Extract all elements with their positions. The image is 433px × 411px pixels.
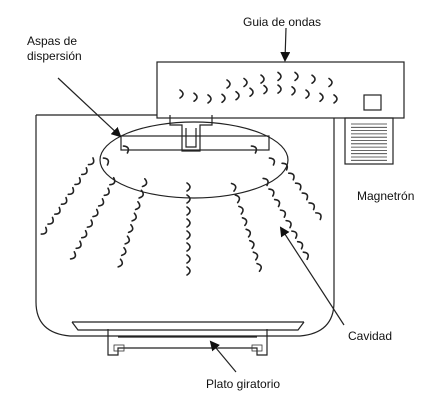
wave-mark: [75, 240, 82, 250]
wave-mark: [53, 206, 61, 215]
turntable-label: Plato giratorio: [206, 377, 280, 391]
wave-mark: [256, 262, 263, 273]
wave-mark: [308, 202, 316, 211]
wave-mark: [120, 246, 127, 257]
stirrer-label-line2: dispersión: [27, 49, 82, 63]
wave-mark: [86, 219, 94, 228]
wave-mark: [263, 84, 268, 95]
wave-mark: [186, 218, 191, 228]
wave-mark: [285, 219, 292, 229]
wave-mark: [287, 172, 295, 181]
wave-mark: [186, 206, 191, 216]
wave-mark: [141, 178, 148, 188]
stirrer-blade: [120, 135, 270, 151]
wave-mark: [124, 235, 131, 245]
wave-mark: [186, 266, 191, 276]
wave-mark: [80, 167, 88, 176]
wave-mark: [102, 157, 110, 166]
wave-mark: [273, 198, 281, 208]
turntable: [71, 321, 305, 356]
wave-mark: [103, 187, 110, 197]
wave-mark: [277, 84, 282, 94]
wave-mark: [328, 77, 333, 88]
wave-mark: [131, 212, 138, 222]
wave-mark: [294, 182, 302, 191]
wave-mark: [277, 71, 282, 82]
wave-mark: [221, 93, 226, 104]
pointer-arrows: [57, 27, 345, 373]
wave-mark: [186, 194, 191, 204]
wave-mark: [252, 251, 259, 261]
wave-mark: [319, 92, 324, 103]
wave-mark: [69, 251, 77, 260]
stirrer-label-line1: Aspas de: [27, 34, 77, 48]
waveguide-window: [363, 94, 382, 111]
wave-mark: [47, 216, 55, 225]
wave-mark: [249, 87, 254, 97]
wave-mark: [134, 201, 141, 211]
stirrer-assembly: [99, 115, 289, 199]
wave-mark: [179, 89, 184, 99]
wave-mark: [60, 196, 68, 206]
wave-mark: [235, 90, 240, 101]
wave-mark: [226, 79, 231, 89]
waveguide-housing: [156, 61, 405, 119]
turntable-arrow: [209, 340, 237, 373]
wave-mark: [268, 157, 276, 166]
wave-mark: [122, 145, 130, 154]
wave-mark: [250, 145, 258, 154]
wave-mark: [117, 258, 124, 268]
wave-mark: [67, 186, 75, 196]
wave-mark: [305, 89, 310, 99]
magnetron: [344, 117, 394, 165]
wave-mark: [87, 157, 95, 166]
wave-mark: [333, 94, 338, 104]
stirrer-ellipse: [99, 121, 289, 199]
wave-mark: [245, 228, 252, 238]
oven-cavity: [35, 114, 335, 337]
wave-mark: [241, 216, 248, 227]
wave-mark: [302, 251, 310, 261]
wave-mark: [291, 86, 296, 96]
wave-mark: [92, 208, 99, 218]
wave-mark: [262, 177, 269, 187]
wave-mark: [281, 162, 289, 171]
wave-mark: [314, 212, 322, 221]
wave-mark: [186, 182, 191, 192]
waveguide-label: Guia de ondas: [243, 15, 321, 29]
wave-mark: [234, 194, 241, 204]
cavity-arrow: [279, 226, 345, 326]
wave-mark: [97, 198, 105, 207]
wave-mark: [279, 209, 287, 218]
cavity-label: Cavidad: [348, 329, 392, 343]
wave-mark: [186, 230, 191, 240]
wave-mark: [74, 177, 82, 186]
wave-mark: [193, 92, 198, 102]
wave-mark: [260, 74, 265, 84]
wave-mark: [238, 205, 244, 215]
microwave-pattern: [40, 71, 338, 276]
wave-mark: [230, 182, 237, 192]
wave-mark: [207, 94, 212, 104]
wave-mark: [294, 71, 299, 82]
wave-mark: [109, 176, 116, 186]
wave-mark: [40, 226, 48, 235]
wave-mark: [186, 242, 191, 252]
stirrer-arrow: [57, 77, 122, 138]
wave-mark: [301, 192, 309, 201]
waveguide-arrow: [280, 27, 291, 62]
wave-mark: [186, 254, 191, 264]
wave-mark: [311, 74, 316, 84]
wave-mark: [243, 77, 248, 88]
wave-mark: [80, 229, 88, 239]
wave-mark: [296, 240, 304, 250]
wave-mark: [268, 188, 275, 197]
magnetron-label: Magnetrón: [357, 189, 414, 203]
wave-mark: [248, 239, 255, 250]
wave-mark: [127, 223, 134, 234]
wave-mark: [291, 230, 298, 239]
